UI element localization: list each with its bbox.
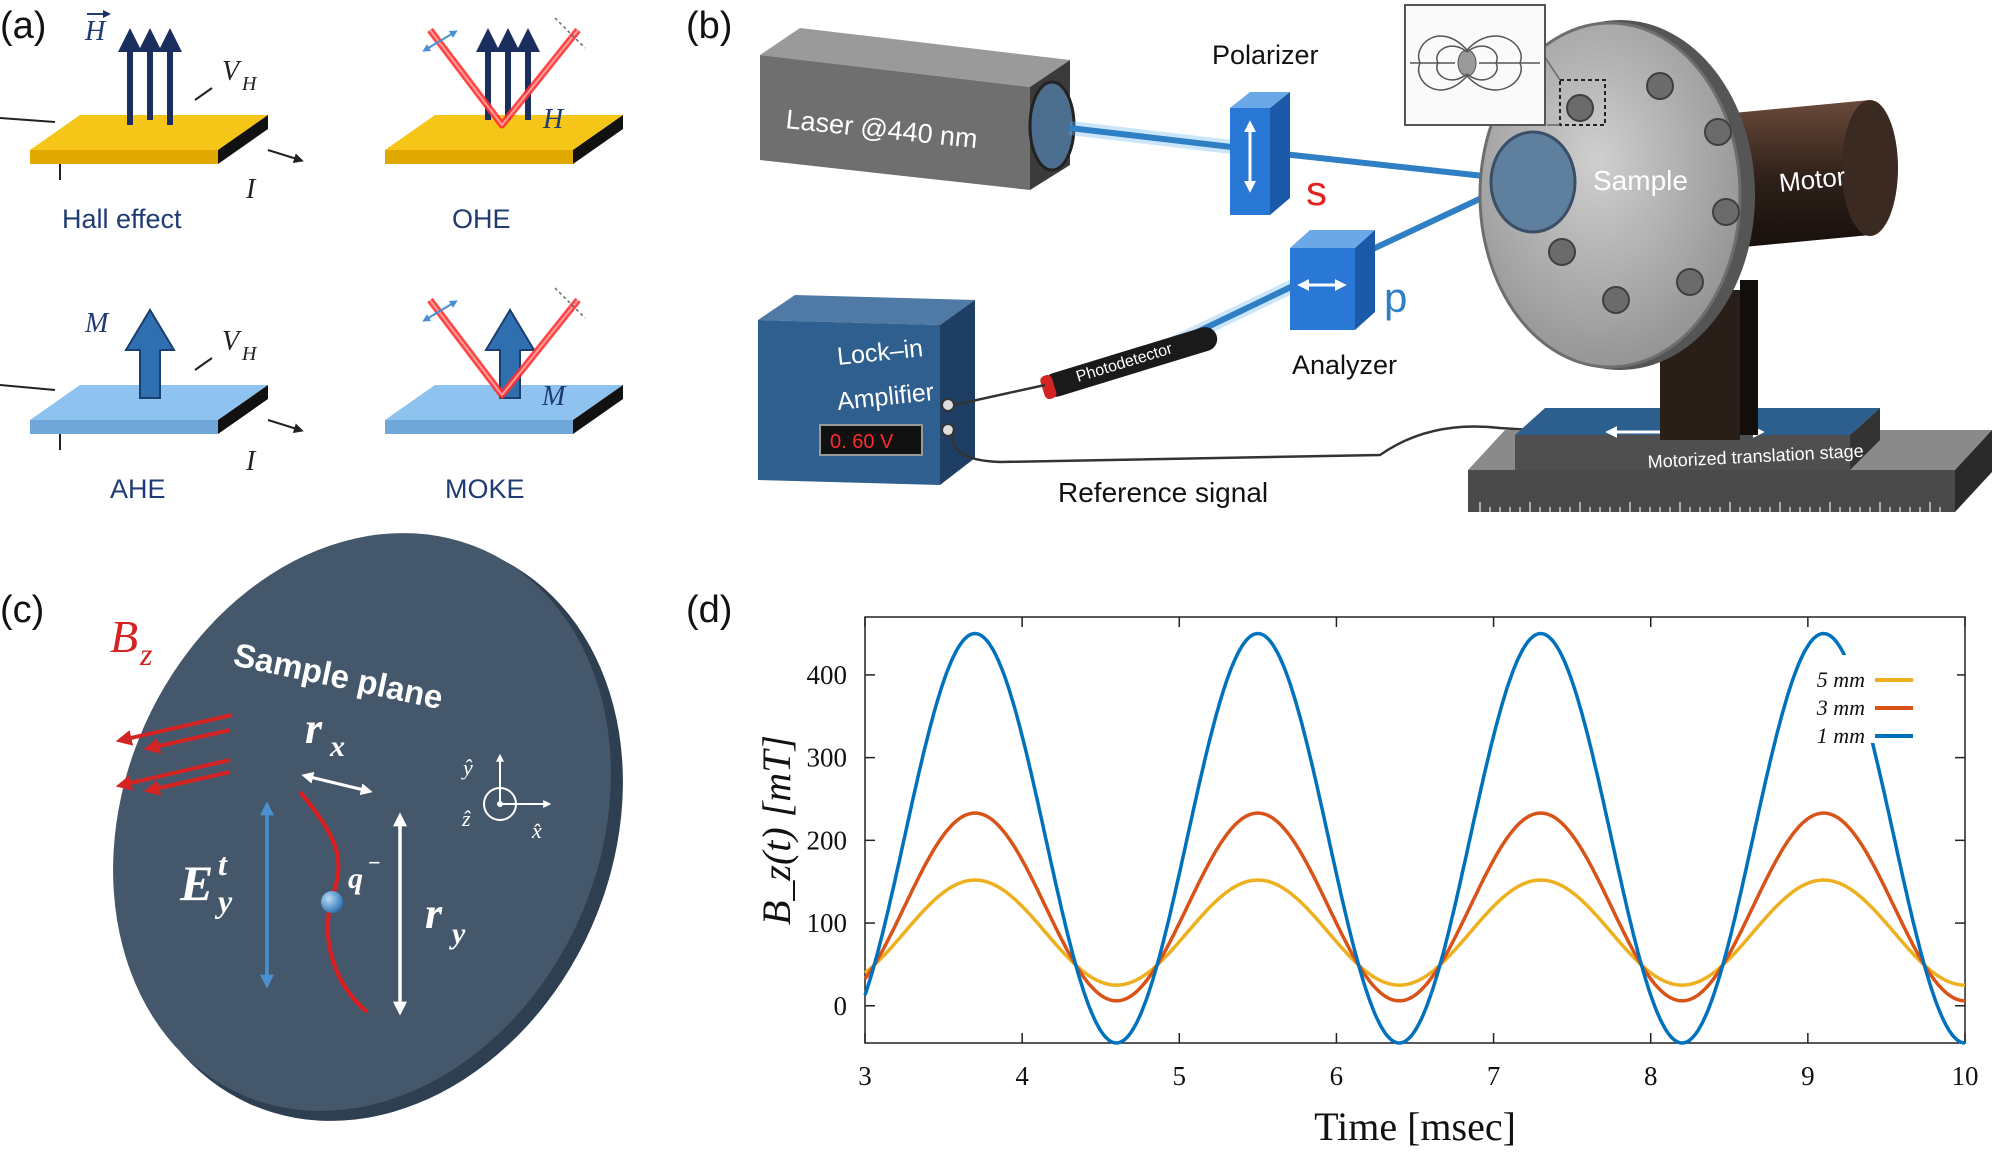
photodetector (1040, 327, 1218, 400)
h-symbol-2: H (542, 104, 565, 135)
coordinate-axes-icon (483, 753, 552, 821)
caption-ahe: AHE (110, 474, 166, 504)
ohe-plate (385, 17, 623, 164)
vh-sub-1: H (241, 73, 258, 95)
ey-sub: y (214, 883, 233, 919)
vh-symbol-2: V (222, 326, 242, 357)
rx-arrow (301, 771, 373, 796)
y-axis-label: B_z(t) [mT] (754, 735, 799, 925)
x-tick-label: 10 (1952, 1061, 1979, 1091)
moke-plate (385, 287, 623, 434)
axis-y-label: ŷ (461, 755, 473, 780)
ry-label: r (425, 889, 443, 938)
caption-hall-effect: Hall effect (62, 204, 182, 234)
series-line (863, 811, 1965, 1003)
lockin-display: 0. 60 V (830, 431, 894, 453)
caption-ohe: OHE (452, 204, 511, 234)
ey-label: E (179, 855, 213, 911)
sample-label: Sample (1593, 165, 1688, 196)
photodetector-cable (953, 383, 1046, 407)
series-line (863, 878, 1965, 987)
panel-d-label: (d) (686, 589, 732, 631)
reference-cable (951, 425, 1531, 464)
magnetic-field-inset (1404, 4, 1546, 126)
ry-sub: y (449, 917, 466, 950)
y-tick-label: 0 (834, 991, 848, 1021)
y-tick-label: 300 (807, 743, 848, 773)
laser-box (760, 28, 1076, 190)
hall-effect-plate (0, 27, 304, 180)
h-symbol-1: H (84, 16, 107, 47)
legend-label: 5 mm (1817, 667, 1865, 692)
y-tick-label: 400 (807, 660, 848, 690)
electron-charge (321, 891, 343, 913)
y-tick-label: 100 (807, 908, 848, 938)
bz-arrows (115, 713, 233, 796)
caption-moke: MOKE (445, 474, 525, 504)
m-symbol-1: M (84, 308, 110, 339)
series-line (863, 631, 1966, 1045)
translation-stage (1468, 408, 1992, 512)
i-symbol-2: I (245, 446, 257, 477)
x-tick-label: 8 (1644, 1061, 1658, 1091)
vh-sub-2: H (241, 343, 258, 365)
lock-in-amplifier (758, 295, 975, 485)
ey-sup: t (218, 846, 228, 882)
legend-label: 1 mm (1817, 723, 1865, 748)
p-polarization-label: p (1384, 274, 1407, 321)
i-symbol-1: I (245, 174, 257, 205)
legend-label: 3 mm (1816, 695, 1865, 720)
rx-label: r (305, 704, 323, 753)
bz-label: B (110, 611, 138, 662)
panel-b-label: (b) (686, 5, 732, 47)
vh-symbol-1: V (222, 56, 242, 87)
m-symbol-2: M (541, 381, 567, 412)
panel-c-label: (c) (0, 589, 44, 631)
axis-z-label: ẑ (461, 806, 471, 831)
x-tick-label: 7 (1487, 1061, 1501, 1091)
y-tick-label: 200 (807, 825, 848, 855)
ahe-plate (0, 308, 304, 450)
q-label: q (348, 862, 363, 895)
rx-sub: x (329, 730, 345, 763)
motor-label: Motor (1777, 161, 1847, 198)
x-tick-label: 5 (1173, 1061, 1187, 1091)
s-polarization-label: s (1306, 167, 1327, 214)
x-tick-label: 4 (1015, 1061, 1029, 1091)
x-tick-label: 9 (1801, 1061, 1815, 1091)
q-sup: − (368, 850, 381, 875)
plot-frame (864, 616, 1966, 1044)
polarizer (1230, 92, 1290, 215)
x-tick-label: 6 (1330, 1061, 1344, 1091)
analyzer (1290, 230, 1375, 330)
x-axis-label: Time [msec] (1314, 1104, 1516, 1149)
reference-signal-label: Reference signal (1058, 477, 1268, 508)
sample-plane-disc (113, 533, 623, 1121)
legend-box (1812, 655, 1957, 743)
bz-sub: z (139, 636, 153, 672)
axis-x-label: x̂ (531, 818, 542, 843)
polarizer-label: Polarizer (1212, 40, 1319, 70)
panel-a-label: (a) (0, 5, 46, 47)
x-tick-label: 3 (858, 1061, 872, 1091)
analyzer-label: Analyzer (1292, 350, 1397, 380)
